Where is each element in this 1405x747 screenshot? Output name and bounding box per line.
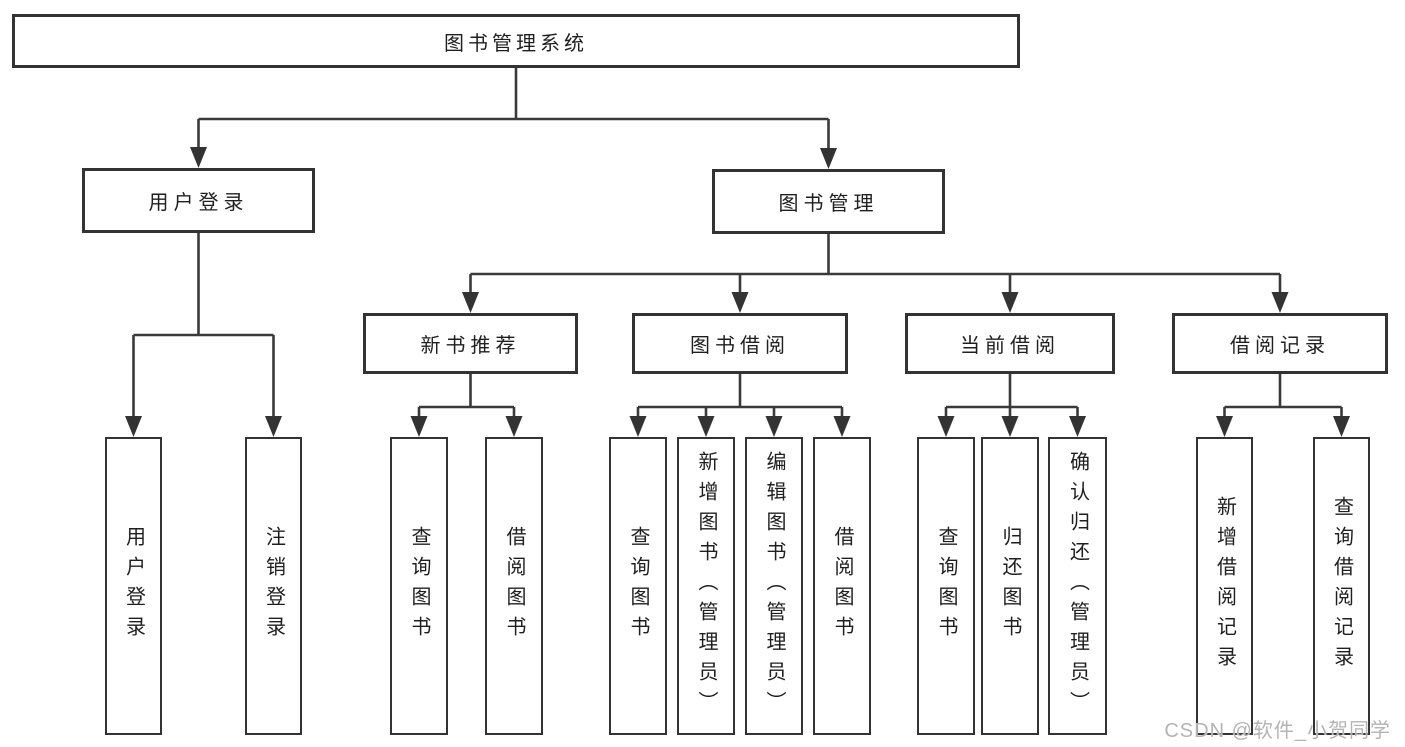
leaf-query-books: 查询图书	[917, 437, 975, 735]
connector-borrowing-to-leaves	[636, 374, 844, 419]
watermark-text: CSDN @软件_小贺同学	[1164, 720, 1391, 742]
leaf-confirm-return-admin: 确认归还（管理员）	[1048, 437, 1107, 735]
leaf-query-books: 查询图书	[609, 437, 667, 735]
arrowhead	[697, 416, 715, 437]
leaf-query-borrow-record: 查询借阅记录	[1313, 437, 1370, 735]
connector-newbooks-to-leaves	[417, 374, 516, 419]
arrowhead	[1069, 416, 1086, 437]
arrowhead	[731, 292, 749, 313]
node-user-login: 用户登录	[82, 168, 315, 233]
arrowhead	[410, 416, 428, 437]
leaf-edit-books-admin: 编辑图书（管理员）	[745, 437, 803, 735]
leaf-query-books: 查询图书	[390, 437, 448, 735]
arrowhead	[833, 416, 851, 437]
arrowhead	[1216, 416, 1233, 437]
arrowhead	[765, 416, 783, 437]
node-book-borrowing: 图书借阅	[632, 313, 848, 374]
arrowhead	[1271, 292, 1289, 313]
arrowhead	[125, 416, 142, 437]
node-book-management: 图书管理	[712, 169, 945, 234]
node-new-book-recommendation: 新书推荐	[363, 313, 578, 374]
node-current-borrowing: 当前借阅	[905, 313, 1115, 374]
connector-root-to-level2	[197, 68, 830, 151]
node-borrowing-records: 借阅记录	[1172, 313, 1388, 374]
arrowhead	[820, 148, 837, 169]
arrowhead	[1333, 416, 1350, 437]
arrowhead	[265, 416, 282, 437]
leaf-add-borrow-record: 新增借阅记录	[1196, 437, 1253, 735]
leaf-add-books-admin: 新增图书（管理员）	[677, 437, 735, 735]
connector-records-to-leaves	[1223, 374, 1343, 419]
leaf-borrow-books: 借阅图书	[813, 437, 871, 735]
arrowhead	[462, 292, 479, 313]
arrowhead	[629, 416, 647, 437]
leaf-return-books: 归还图书	[981, 437, 1039, 735]
leaf-borrow-books: 借阅图书	[485, 437, 543, 735]
connector-bookmgmt-to-level3	[469, 234, 1282, 295]
arrowhead	[505, 416, 523, 437]
connector-current-to-leaves	[944, 374, 1079, 419]
arrowhead	[190, 147, 207, 168]
connector-userlogin-to-leaves	[132, 233, 275, 419]
arrowhead	[1001, 292, 1019, 313]
arrowhead	[1001, 416, 1019, 437]
arrowhead	[937, 416, 955, 437]
leaf-logout: 注销登录	[245, 437, 302, 735]
node-library-management-system: 图书管理系统	[12, 14, 1020, 68]
leaf-user-login: 用户登录	[105, 437, 162, 735]
